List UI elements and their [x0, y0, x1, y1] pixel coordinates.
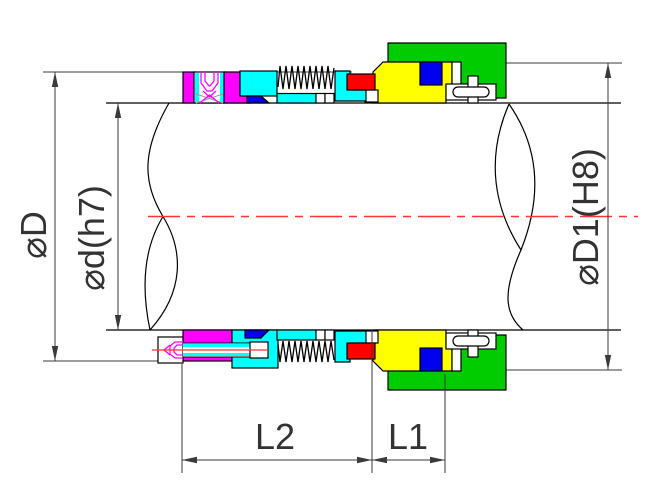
dimension-l1: L1 [372, 374, 446, 473]
anti-rotation-pin-top [445, 75, 497, 104]
l1-label: L1 [388, 416, 428, 457]
seal-assembly-bottom [152, 329, 507, 391]
set-screw-top [193, 71, 226, 104]
dimension-shaft-diameter: ⌀d(h7) [71, 103, 122, 330]
retainer-end-top-a [315, 92, 326, 104]
drive-notch-bottom [244, 329, 271, 339]
seal-assembly-top [182, 42, 507, 104]
set-screw-bottom [152, 336, 269, 364]
oring-bottom [346, 342, 376, 360]
shaft-break-right [494, 103, 536, 331]
seat-gasket-top [419, 61, 443, 86]
shaft-diameter-label: ⌀d(h7) [71, 185, 112, 291]
l2-label: L2 [255, 416, 295, 457]
collar-ring-top [182, 71, 196, 104]
drive-notch-top [246, 95, 271, 104]
dimension-bore-diameter: ⌀D1(H8) [565, 63, 612, 370]
spring-bottom [277, 340, 335, 363]
seat-gasket-bottom [419, 347, 443, 372]
retainer-end-top-b [324, 92, 335, 104]
retainer-strip-bottom [276, 329, 317, 341]
anti-rotation-pin-bottom [445, 329, 497, 358]
retainer-end-bottom-b [324, 329, 335, 341]
retainer-block-top [239, 70, 278, 97]
seal-face-top [364, 89, 379, 103]
dimension-outer-diameter: ⌀D [13, 72, 59, 361]
dimension-l2: L2 [181, 330, 373, 473]
outer-diameter-label: ⌀D [13, 211, 54, 259]
oring-top [346, 73, 376, 91]
spring-top [277, 65, 335, 90]
retainer-end-bottom-a [315, 329, 326, 341]
retainer-strip-top [276, 92, 317, 104]
bore-diameter-label: ⌀D1(H8) [565, 148, 606, 286]
